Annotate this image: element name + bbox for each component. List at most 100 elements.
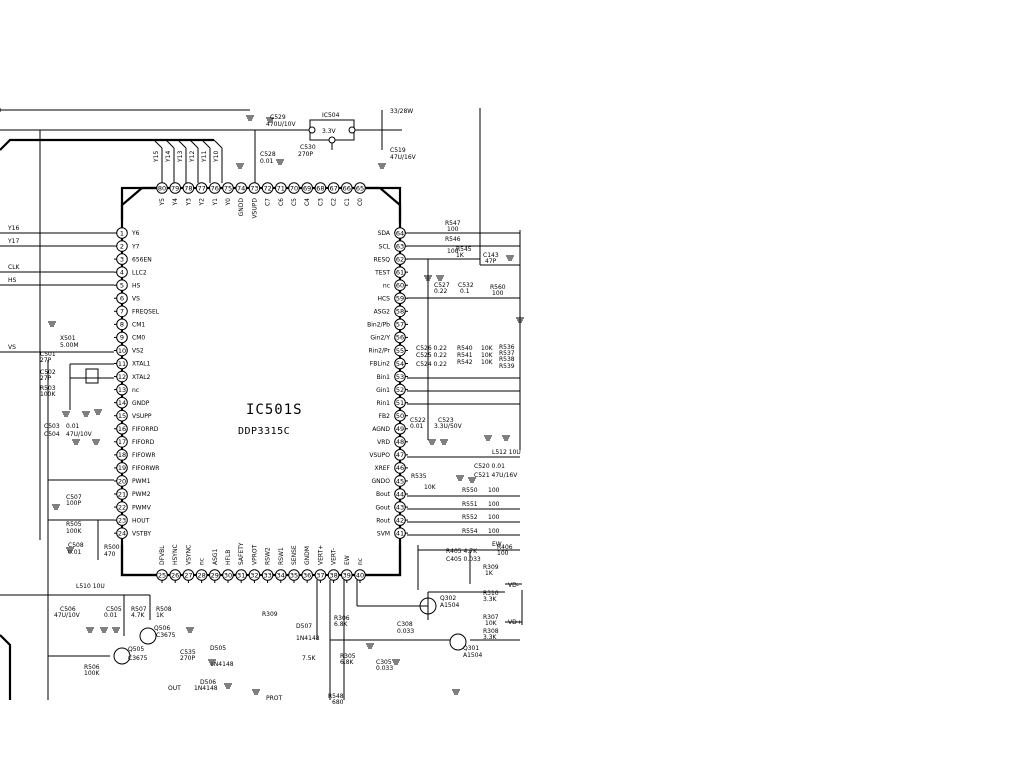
label-r546a: R546 (445, 236, 461, 243)
label-c308b: 0.033 (397, 628, 414, 635)
ground-icon (72, 439, 80, 445)
pin-17 (116, 436, 128, 448)
ground-icon (92, 439, 100, 445)
pin-name: RESQ (374, 256, 391, 263)
pin-name: GNDD (238, 198, 245, 217)
pin-name: Rin1 (377, 400, 391, 407)
pin-name: Y4 (172, 198, 179, 207)
pin-46 (394, 462, 406, 474)
pin-58 (394, 305, 406, 318)
pin-47 (394, 449, 406, 461)
pin-21 (116, 488, 128, 500)
pin-number: 71 (277, 184, 285, 192)
ground-icon (94, 409, 102, 415)
pin-number: 53 (396, 373, 404, 381)
label-r309b: 1K (485, 570, 494, 577)
label-r307b: 10K (485, 620, 498, 627)
ground-icon (452, 689, 460, 695)
label-r508v: 1K (156, 612, 165, 619)
label-r554: R554 (462, 528, 478, 535)
label-r406a: R406 (497, 544, 513, 551)
pin-name: VERT- (331, 548, 338, 565)
pin-number: 75 (224, 184, 232, 192)
label-q505b: C3675 (128, 655, 148, 662)
pin-number: 19 (118, 464, 126, 472)
pin-number: 3 (120, 255, 124, 263)
pin-number: 24 (118, 529, 126, 537)
ground-icon (112, 627, 120, 633)
label-c505a: C505 (106, 606, 122, 613)
pin-41 (394, 527, 406, 539)
pin-66 (341, 182, 353, 194)
pin-number: 13 (118, 386, 126, 394)
pin-49 (394, 422, 406, 435)
label-c527b: 0.22 (434, 288, 448, 295)
pin-7 (116, 305, 128, 318)
pin-38 (327, 569, 340, 581)
pin-number: 22 (118, 503, 126, 511)
label-o4: 100 (488, 528, 500, 535)
label-d505b: 1N4148 (210, 661, 234, 668)
pin-name: SCL (379, 243, 391, 250)
pin-25 (156, 569, 168, 581)
pin-name: Y0 (225, 198, 232, 207)
bus-label: Y11 (201, 151, 208, 163)
label-o3: 100 (488, 514, 500, 521)
label-q506a: Q506 (154, 625, 170, 632)
label-k3: 10K (481, 359, 494, 366)
pin-name: HFLB (225, 550, 232, 565)
pin-16 (116, 422, 128, 435)
pin-name: nc (357, 558, 364, 565)
pin-74 (235, 182, 247, 194)
label-c502a: C502 (40, 369, 56, 376)
label-r538: R538 (499, 356, 515, 363)
pin-name: RSW1 (278, 547, 285, 565)
label-c507b: 100P (66, 500, 81, 507)
pin-name: C5 (291, 198, 298, 206)
label-d506: D506 (200, 679, 216, 686)
pin-number: 40 (356, 571, 364, 579)
label-out: OUT (168, 685, 181, 692)
pin-name: FIFORD (132, 439, 155, 446)
label-r308b: 3.3K (483, 634, 498, 641)
label-k1: 10K (481, 345, 494, 352)
pin-73 (248, 182, 261, 194)
ground-icon (252, 689, 260, 695)
pin-77 (195, 182, 208, 194)
label-r306a: R306 (334, 615, 350, 622)
ground-icon (48, 321, 56, 327)
pin-name: VERT+ (317, 545, 324, 565)
label-q506b: C3675 (156, 632, 176, 639)
ground-icon (516, 317, 524, 323)
pin-56 (394, 331, 406, 344)
pin-75 (222, 182, 234, 194)
label-c527a: C527 (434, 282, 450, 289)
label-r307a: R307 (483, 614, 499, 621)
pin-76 (209, 182, 221, 194)
pin-name: Y2 (199, 198, 206, 207)
pin-number: 10 (118, 347, 126, 355)
pin-number: 45 (396, 477, 404, 485)
label-r545b: 1K (456, 252, 465, 259)
pin-number: 47 (396, 451, 404, 459)
pin-name: CM1 (132, 322, 145, 329)
pin-3 (116, 253, 128, 265)
pin-name: nc (383, 282, 390, 289)
pin-number: 26 (171, 571, 179, 579)
pin-name: FIFORRD (132, 426, 159, 433)
pin-number: 42 (396, 516, 404, 524)
label-r310b: 3.3K (483, 596, 498, 603)
pin-name: Gout (376, 504, 391, 511)
pin-69 (301, 182, 314, 194)
pin-64 (394, 227, 406, 239)
pin-number: 54 (396, 360, 404, 368)
pin-12 (116, 370, 128, 383)
label-c701: 0.01 (66, 423, 80, 430)
pin-number: 67 (329, 184, 337, 192)
label-r308a: R308 (483, 628, 499, 635)
pin-name: Y3 (185, 198, 192, 207)
pin-number: 15 (118, 412, 126, 420)
label-r548a: R548 (328, 693, 344, 700)
label-c521: C521 47U/16V (474, 472, 518, 479)
